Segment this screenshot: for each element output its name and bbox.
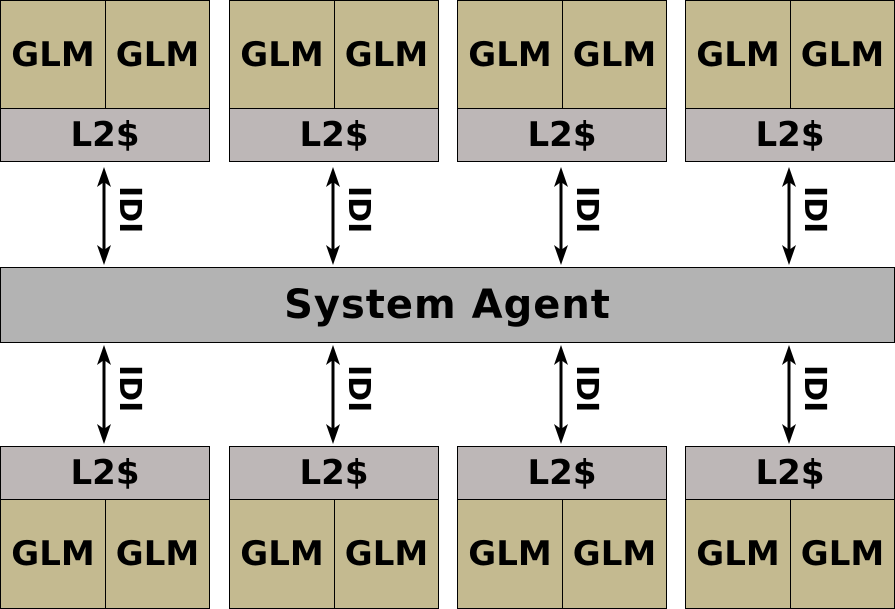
idi-link-label: IDI: [797, 186, 832, 234]
bidirectional-arrow-icon: [326, 345, 340, 444]
l2-cache: L2$: [457, 446, 667, 500]
idi-link-label: IDI: [797, 364, 832, 412]
l2-cache: L2$: [685, 108, 895, 162]
l2-cache: L2$: [0, 446, 210, 500]
bidirectional-arrow-icon: [326, 167, 340, 265]
core-glm: GLM: [685, 499, 791, 609]
idi-link-label: IDI: [341, 186, 376, 234]
core-glm: GLM: [562, 0, 667, 109]
bidirectional-arrow-icon: [554, 167, 568, 265]
idi-link: IDI: [551, 343, 611, 446]
bidirectional-arrow-icon: [97, 167, 111, 265]
system-agent-block: System Agent: [0, 267, 895, 343]
l2-cache: L2$: [0, 108, 210, 162]
idi-link-label: IDI: [112, 364, 147, 412]
idi-link-label: IDI: [569, 186, 604, 234]
idi-link: IDI: [323, 343, 383, 446]
core-glm: GLM: [457, 0, 563, 109]
core-glm: GLM: [790, 499, 895, 609]
core-glm: GLM: [334, 499, 439, 609]
core-glm: GLM: [105, 499, 210, 609]
core-glm: GLM: [457, 499, 563, 609]
core-glm: GLM: [790, 0, 895, 109]
core-glm: GLM: [105, 0, 210, 109]
idi-link-label: IDI: [569, 364, 604, 412]
idi-link: IDI: [94, 343, 154, 446]
idi-link: IDI: [551, 165, 611, 267]
l2-cache: L2$: [229, 108, 439, 162]
idi-link: IDI: [94, 165, 154, 267]
core-glm: GLM: [685, 0, 791, 109]
idi-link: IDI: [779, 343, 839, 446]
l2-cache: L2$: [457, 108, 667, 162]
idi-link: IDI: [779, 165, 839, 267]
l2-cache: L2$: [685, 446, 895, 500]
core-glm: GLM: [334, 0, 439, 109]
core-glm: GLM: [0, 0, 106, 109]
l2-cache: L2$: [229, 446, 439, 500]
core-glm: GLM: [229, 499, 335, 609]
idi-link: IDI: [323, 165, 383, 267]
core-glm: GLM: [229, 0, 335, 109]
idi-link-label: IDI: [341, 364, 376, 412]
bidirectional-arrow-icon: [782, 167, 796, 265]
core-glm: GLM: [0, 499, 106, 609]
core-glm: GLM: [562, 499, 667, 609]
bidirectional-arrow-icon: [97, 345, 111, 444]
bidirectional-arrow-icon: [782, 345, 796, 444]
bidirectional-arrow-icon: [554, 345, 568, 444]
idi-link-label: IDI: [112, 186, 147, 234]
